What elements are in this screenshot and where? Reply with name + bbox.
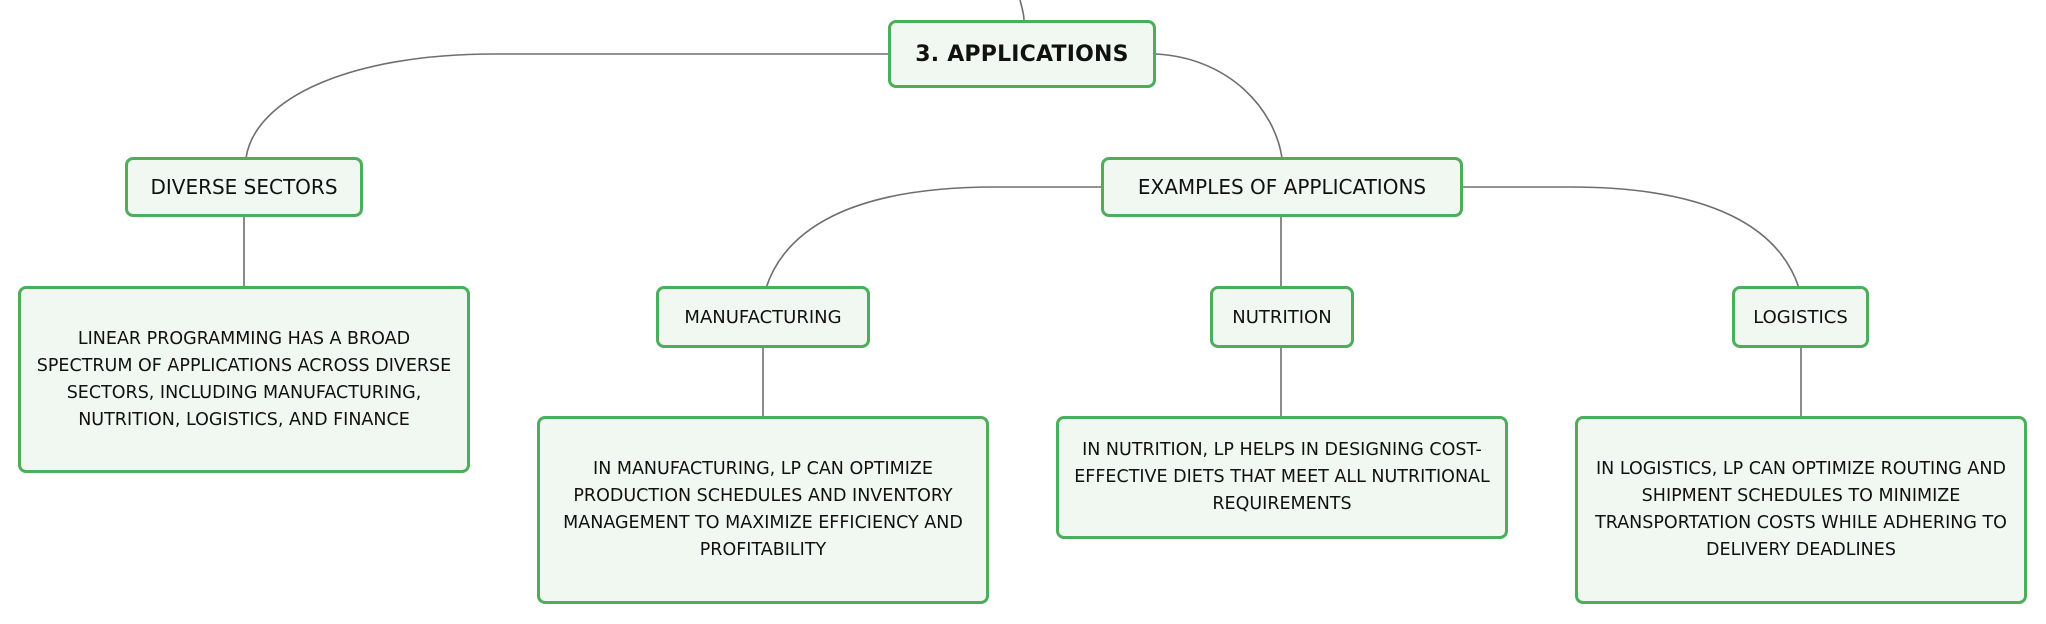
manufacturing-detail-node[interactable]: IN MANUFACTURING, LP CAN OPTIMIZE PRODUC… [537, 416, 989, 604]
connector-root-diverse-sectors [245, 53, 891, 159]
connector-examples-logistics [1461, 186, 1800, 289]
logistics-node[interactable]: LOGISTICS [1732, 286, 1869, 348]
diverse-sectors-label: DIVERSE SECTORS [150, 175, 338, 199]
logistics-detail-node[interactable]: IN LOGISTICS, LP CAN OPTIMIZE ROUTING AN… [1575, 416, 2027, 604]
root-node[interactable]: 3. APPLICATIONS [888, 20, 1156, 88]
connector-root-parent [1019, 0, 1025, 21]
connector-examples-manufacturing [765, 186, 1103, 289]
root-node-label: 3. APPLICATIONS [915, 41, 1129, 67]
connector-root-examples [1155, 53, 1283, 159]
nutrition-detail-node[interactable]: IN NUTRITION, LP HELPS IN DESIGNING COST… [1056, 416, 1508, 539]
nutrition-label: NUTRITION [1232, 306, 1332, 328]
examples-of-applications-label: EXAMPLES OF APPLICATIONS [1137, 175, 1427, 199]
diverse-sectors-node[interactable]: DIVERSE SECTORS [125, 157, 363, 217]
logistics-label: LOGISTICS [1753, 306, 1848, 328]
manufacturing-label: MANUFACTURING [684, 306, 842, 328]
nutrition-detail-text: IN NUTRITION, LP HELPS IN DESIGNING COST… [1074, 440, 1490, 514]
manufacturing-node[interactable]: MANUFACTURING [656, 286, 870, 348]
diverse-sectors-detail-node[interactable]: LINEAR PROGRAMMING HAS A BROAD SPECTRUM … [18, 286, 470, 473]
manufacturing-detail-text: IN MANUFACTURING, LP CAN OPTIMIZE PRODUC… [563, 459, 963, 560]
nutrition-node[interactable]: NUTRITION [1210, 286, 1354, 348]
diverse-sectors-detail-text: LINEAR PROGRAMMING HAS A BROAD SPECTRUM … [36, 328, 452, 430]
logistics-detail-text: IN LOGISTICS, LP CAN OPTIMIZE ROUTING AN… [1595, 459, 2007, 560]
examples-of-applications-node[interactable]: EXAMPLES OF APPLICATIONS [1101, 157, 1463, 217]
